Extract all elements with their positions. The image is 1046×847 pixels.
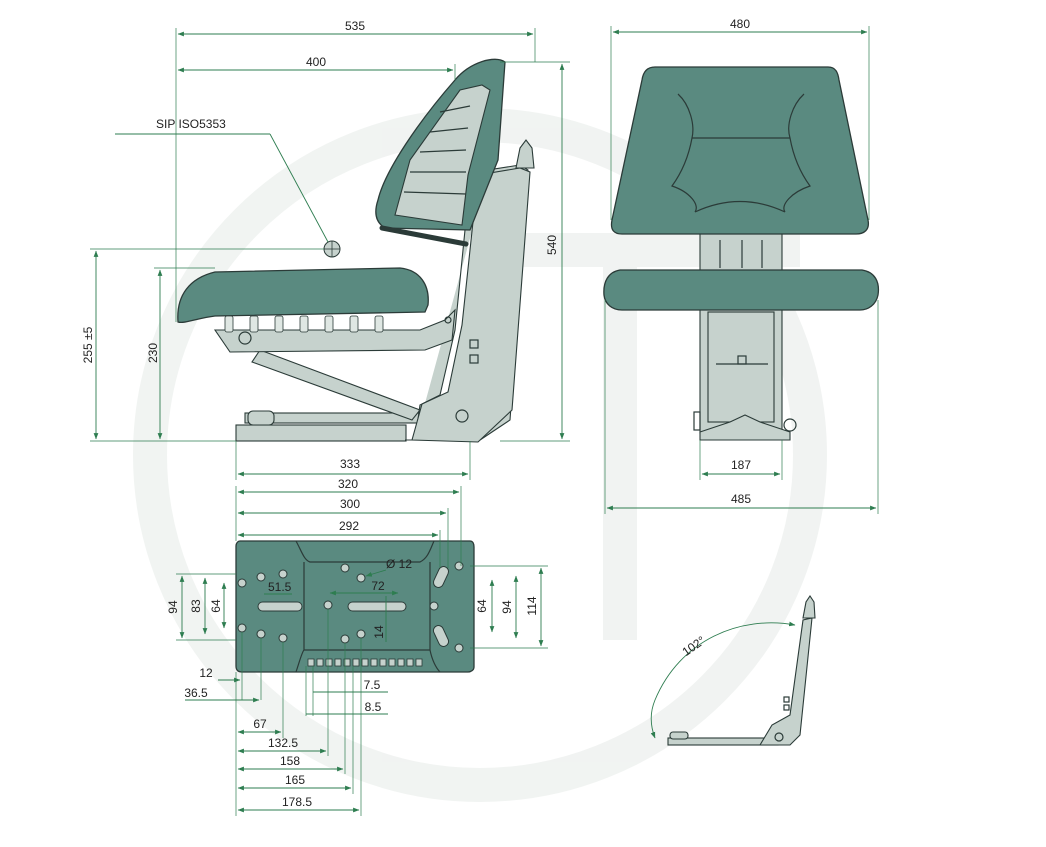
dim-right-2: 94 [500, 600, 514, 614]
dim-seat-height: 230 [146, 343, 160, 363]
dim-top-width: 480 [730, 17, 750, 31]
dim-bottom-small-3: 7.5 [364, 678, 381, 692]
mount-hole [454, 643, 464, 653]
mount-hole [237, 623, 247, 633]
fold-angle-label: 102° [680, 633, 709, 659]
base-rail [235, 424, 407, 442]
dim-inner-1: 51.5 [268, 580, 292, 594]
slot [432, 625, 450, 647]
dim-stack-2: 132.5 [268, 736, 298, 750]
mount-hole [454, 561, 464, 571]
front-view-dimensions: 480 187 485 [604, 17, 879, 514]
dim-inner-2: 72 [371, 579, 385, 593]
mount-hole [256, 572, 266, 582]
slot [347, 601, 407, 612]
dim-right-3: 114 [525, 596, 539, 615]
dim-bottom-small-1: 12 [199, 666, 213, 680]
mount-hole [340, 634, 350, 644]
dim-height: 540 [545, 235, 559, 255]
seat-cushion [177, 267, 429, 324]
hole-diameter-label: Ø 12 [386, 557, 412, 571]
dim-bottom-small-2: 36.5 [184, 686, 208, 700]
front-seat-cushion [603, 269, 880, 311]
base-plate-dimensions: 320 300 292 Ø 12 51.5 72 14 94 83 64 [166, 477, 548, 816]
front-view: 480 187 485 [603, 17, 880, 514]
mount-hole [237, 578, 247, 588]
dim-inner-3: 14 [372, 625, 386, 639]
mount-hole [278, 569, 288, 579]
dim-left-3: 64 [209, 599, 223, 613]
dim-overall-width: 535 [345, 19, 365, 33]
dim-bottom-width: 485 [731, 492, 751, 506]
side-view-dimensions: 535 400 540 255 ±5 230 333 [81, 19, 570, 480]
adjust-lever [247, 410, 275, 426]
slot [257, 601, 303, 612]
dim-left-2: 83 [189, 599, 203, 613]
dim-base-length: 333 [340, 457, 360, 471]
dim-right-1: 64 [475, 599, 489, 613]
mount-hole [356, 573, 366, 583]
dim-sip-height: 255 ±5 [81, 326, 95, 363]
dim-stack-5: 178.5 [282, 795, 312, 809]
mount-hole [278, 633, 288, 643]
mount-hole [340, 563, 350, 573]
dim-stack-3: 158 [280, 754, 300, 768]
mount-hole [323, 600, 333, 610]
front-backrest [610, 66, 870, 235]
mount-hole [429, 601, 439, 611]
base-plate-view: 320 300 292 Ø 12 51.5 72 14 94 83 64 [166, 477, 548, 816]
sip-label: SIP ISO5353 [156, 117, 226, 131]
dim-left-1: 94 [166, 600, 180, 614]
slot [432, 566, 450, 588]
mount-hole [356, 629, 366, 639]
dim-bottom-small-4: 8.5 [365, 700, 382, 714]
dim-top-2: 300 [340, 497, 360, 511]
dim-stack-1: 67 [253, 717, 267, 731]
dim-top-1: 320 [338, 477, 358, 491]
dim-back-width: 400 [306, 55, 326, 69]
side-view: SIP ISO5353 535 400 540 255 ±5 230 3 [81, 19, 570, 480]
mount-hole [256, 629, 266, 639]
dim-rail-width: 187 [731, 458, 751, 472]
dim-stack-4: 165 [285, 773, 305, 787]
dim-top-3: 292 [339, 519, 359, 533]
